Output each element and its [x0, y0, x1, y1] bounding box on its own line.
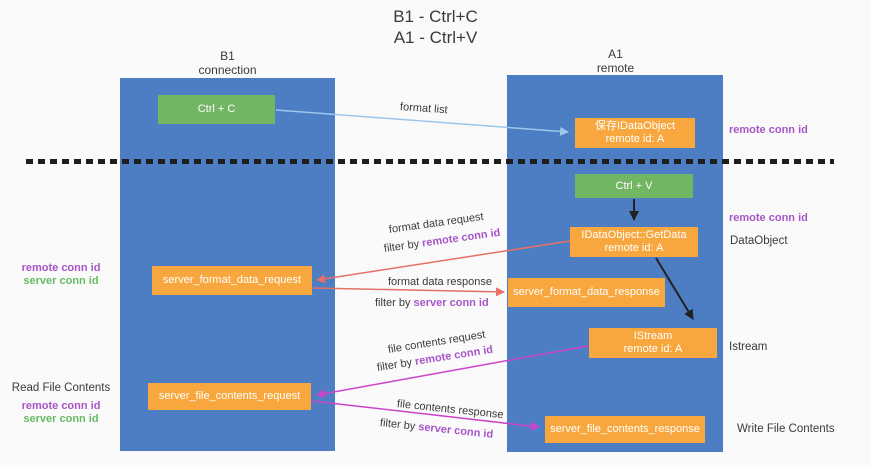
annotation-remote-conn-id-left1: remote conn id [21, 262, 101, 274]
label-filter-by-text: filter by [375, 297, 414, 309]
left-column-subtitle: connection [198, 63, 257, 77]
annotation-remote-conn-id-left2: remote conn id [21, 400, 101, 412]
annotation-dataobject: DataObject [730, 235, 788, 247]
label-remote-conn-id: remote conn id [421, 226, 502, 250]
label-filter-server-1: filter by server conn id [375, 297, 489, 309]
node-server-file-contents-request: server_file_contents_request [148, 383, 311, 410]
node-save-dataobject-line1: 保存IDataObject [594, 120, 676, 132]
label-filter-by-text: filter by [376, 356, 416, 374]
right-column-name: A1 [608, 47, 623, 61]
node-istream-line1: IStream [633, 330, 673, 342]
left-column-header: B1 connection [120, 49, 335, 77]
annotation-remote-conn-id-top: remote conn id [729, 124, 808, 136]
title-line-2: A1 - Ctrl+V [393, 28, 478, 47]
node-istream: IStream remote id: A [589, 328, 717, 358]
node-server-format-data-response: server_format_data_response [508, 278, 665, 307]
annotation-server-conn-id-left1: server conn id [23, 275, 99, 287]
node-server-format-data-request: server_format_data_request [152, 266, 312, 295]
annotation-write-file-contents: Write File Contents [737, 423, 835, 435]
label-server-conn-id: server conn id [413, 297, 489, 309]
node-idataobject-getdata-line2: remote id: A [604, 242, 664, 254]
right-column-header: A1 remote [508, 47, 723, 75]
node-server-file-contents-request-label: server_file_contents_request [158, 390, 301, 402]
node-server-format-data-request-label: server_format_data_request [162, 274, 302, 286]
annotation-remote-conn-id-mid: remote conn id [729, 212, 808, 224]
label-filter-by-text: filter by [379, 417, 419, 433]
right-column-subtitle: remote [596, 61, 635, 75]
label-format-list: format list [399, 101, 448, 117]
node-server-file-contents-response-label: server_file_contents_response [550, 423, 700, 435]
node-ctrl-c: Ctrl + C [158, 95, 275, 124]
annotation-server-conn-id-left2: server conn id [23, 413, 99, 425]
node-save-dataobject: 保存IDataObject remote id: A [575, 118, 695, 148]
node-istream-line2: remote id: A [623, 343, 683, 355]
node-ctrl-c-label: Ctrl + C [197, 103, 236, 115]
node-ctrl-v-label: Ctrl + V [615, 179, 653, 192]
annotation-left-conn-ids-1: remote conn id server conn id [5, 262, 117, 288]
title-line-1: B1 - Ctrl+C [393, 7, 478, 26]
node-idataobject-getdata-line1: IDataObject::GetData [581, 229, 687, 241]
dashed-divider [26, 159, 834, 164]
node-idataobject-getdata: IDataObject::GetData remote id: A [570, 227, 698, 257]
label-format-data-response: format data response [388, 276, 492, 288]
annotation-read-file-contents: Read File Contents [11, 382, 111, 394]
annotation-istream: Istream [729, 341, 768, 353]
annotation-read-file-contents-group: Read File Contents remote conn id server… [5, 382, 117, 426]
left-column-name: B1 [220, 49, 235, 63]
label-filter-by-text: filter by [383, 237, 423, 255]
label-server-conn-id: server conn id [417, 421, 494, 441]
diagram-title: B1 - Ctrl+C A1 - Ctrl+V [0, 6, 871, 48]
arrow-format-data-response [312, 287, 505, 297]
node-server-file-contents-response: server_file_contents_response [545, 416, 705, 443]
node-save-dataobject-line2: remote id: A [605, 133, 665, 145]
node-ctrl-v: Ctrl + V [575, 174, 693, 198]
label-filter-server-2: filter by server conn id [379, 417, 493, 441]
label-file-contents-response: file contents response [396, 398, 505, 422]
node-server-format-data-response-label: server_format_data_response [513, 286, 660, 298]
